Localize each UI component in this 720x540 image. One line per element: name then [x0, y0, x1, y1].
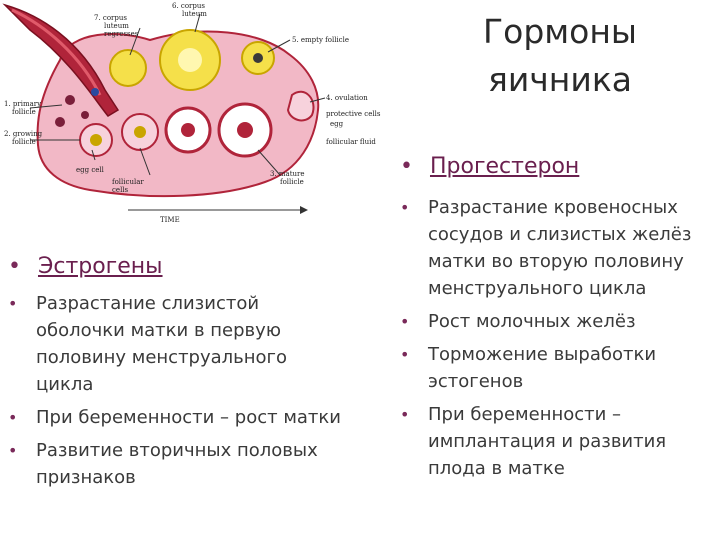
- label-corpus-luteum-regresses: 7. corpus: [94, 14, 127, 22]
- label-egg: egg: [330, 120, 344, 128]
- ovary-diagram: 7. corpus luteum regresses 6. corpus lut…: [2, 2, 381, 224]
- label-empty-follicle: 5. empty follicle: [292, 36, 349, 44]
- corpus-luteum-regresses: [109, 49, 147, 87]
- list-item: •Разрастание слизистой оболочки матки в …: [8, 293, 288, 395]
- progesterone-title: Прогестерон: [429, 154, 580, 179]
- bullet: •: [8, 254, 21, 279]
- estrogens-list: •Разрастание слизистой оболочки матки в …: [8, 290, 348, 497]
- list-item: •Торможение выработки эстогенов: [400, 344, 657, 392]
- svg-text:follicle: follicle: [12, 138, 36, 146]
- label-follicular-cells: follicular: [112, 178, 144, 186]
- label-egg-cell: egg cell: [76, 166, 105, 174]
- label-follicular-fluid: follicular fluid: [326, 138, 376, 146]
- svg-text:follicle: follicle: [12, 108, 36, 116]
- label-growing-follicle: 2. growing: [4, 130, 43, 138]
- svg-text:luteum: luteum: [182, 10, 207, 18]
- label-corpus-luteum: 6. corpus: [172, 2, 205, 10]
- list-item: •Разрастание кровеносных сосудов и слизи…: [400, 197, 692, 299]
- list-item: •Развитие вторичных половых признаков: [8, 440, 318, 488]
- svg-text:cells: cells: [112, 186, 129, 194]
- label-ovulation: 4. ovulation: [326, 94, 368, 102]
- label-protective-cells: protective cells: [326, 110, 381, 118]
- list-item: •При беременности – рост матки: [8, 407, 341, 428]
- title-line-2: яичника: [488, 60, 632, 99]
- label-primary-follicle: 1. primary: [4, 100, 41, 108]
- estrogens-heading: • Эстрогены: [8, 254, 163, 279]
- svg-text:follicle: follicle: [280, 178, 304, 186]
- bullet: •: [400, 154, 413, 179]
- list-item: •Рост молочных желёз: [400, 311, 636, 332]
- label-mature-follicle: 3. mature: [270, 170, 305, 178]
- label-time: TIME: [160, 216, 180, 224]
- blood-vessel-inner: [11, 8, 102, 96]
- slide-title: Гормоны яичника: [440, 8, 680, 104]
- blood-vessel: [2, 3, 120, 117]
- svg-text:luteum: luteum: [104, 22, 129, 30]
- ovulation-follicle: [286, 90, 315, 122]
- list-item: •При беременности – имплантация и развит…: [400, 404, 667, 479]
- svg-text:regresses: regresses: [104, 30, 139, 38]
- title-line-1: Гормоны: [483, 12, 637, 51]
- estrogens-title: Эстрогены: [37, 254, 163, 279]
- progesterone-heading: • Прогестерон: [400, 154, 579, 179]
- progesterone-list: •Разрастание кровеносных сосудов и слизи…: [400, 194, 718, 488]
